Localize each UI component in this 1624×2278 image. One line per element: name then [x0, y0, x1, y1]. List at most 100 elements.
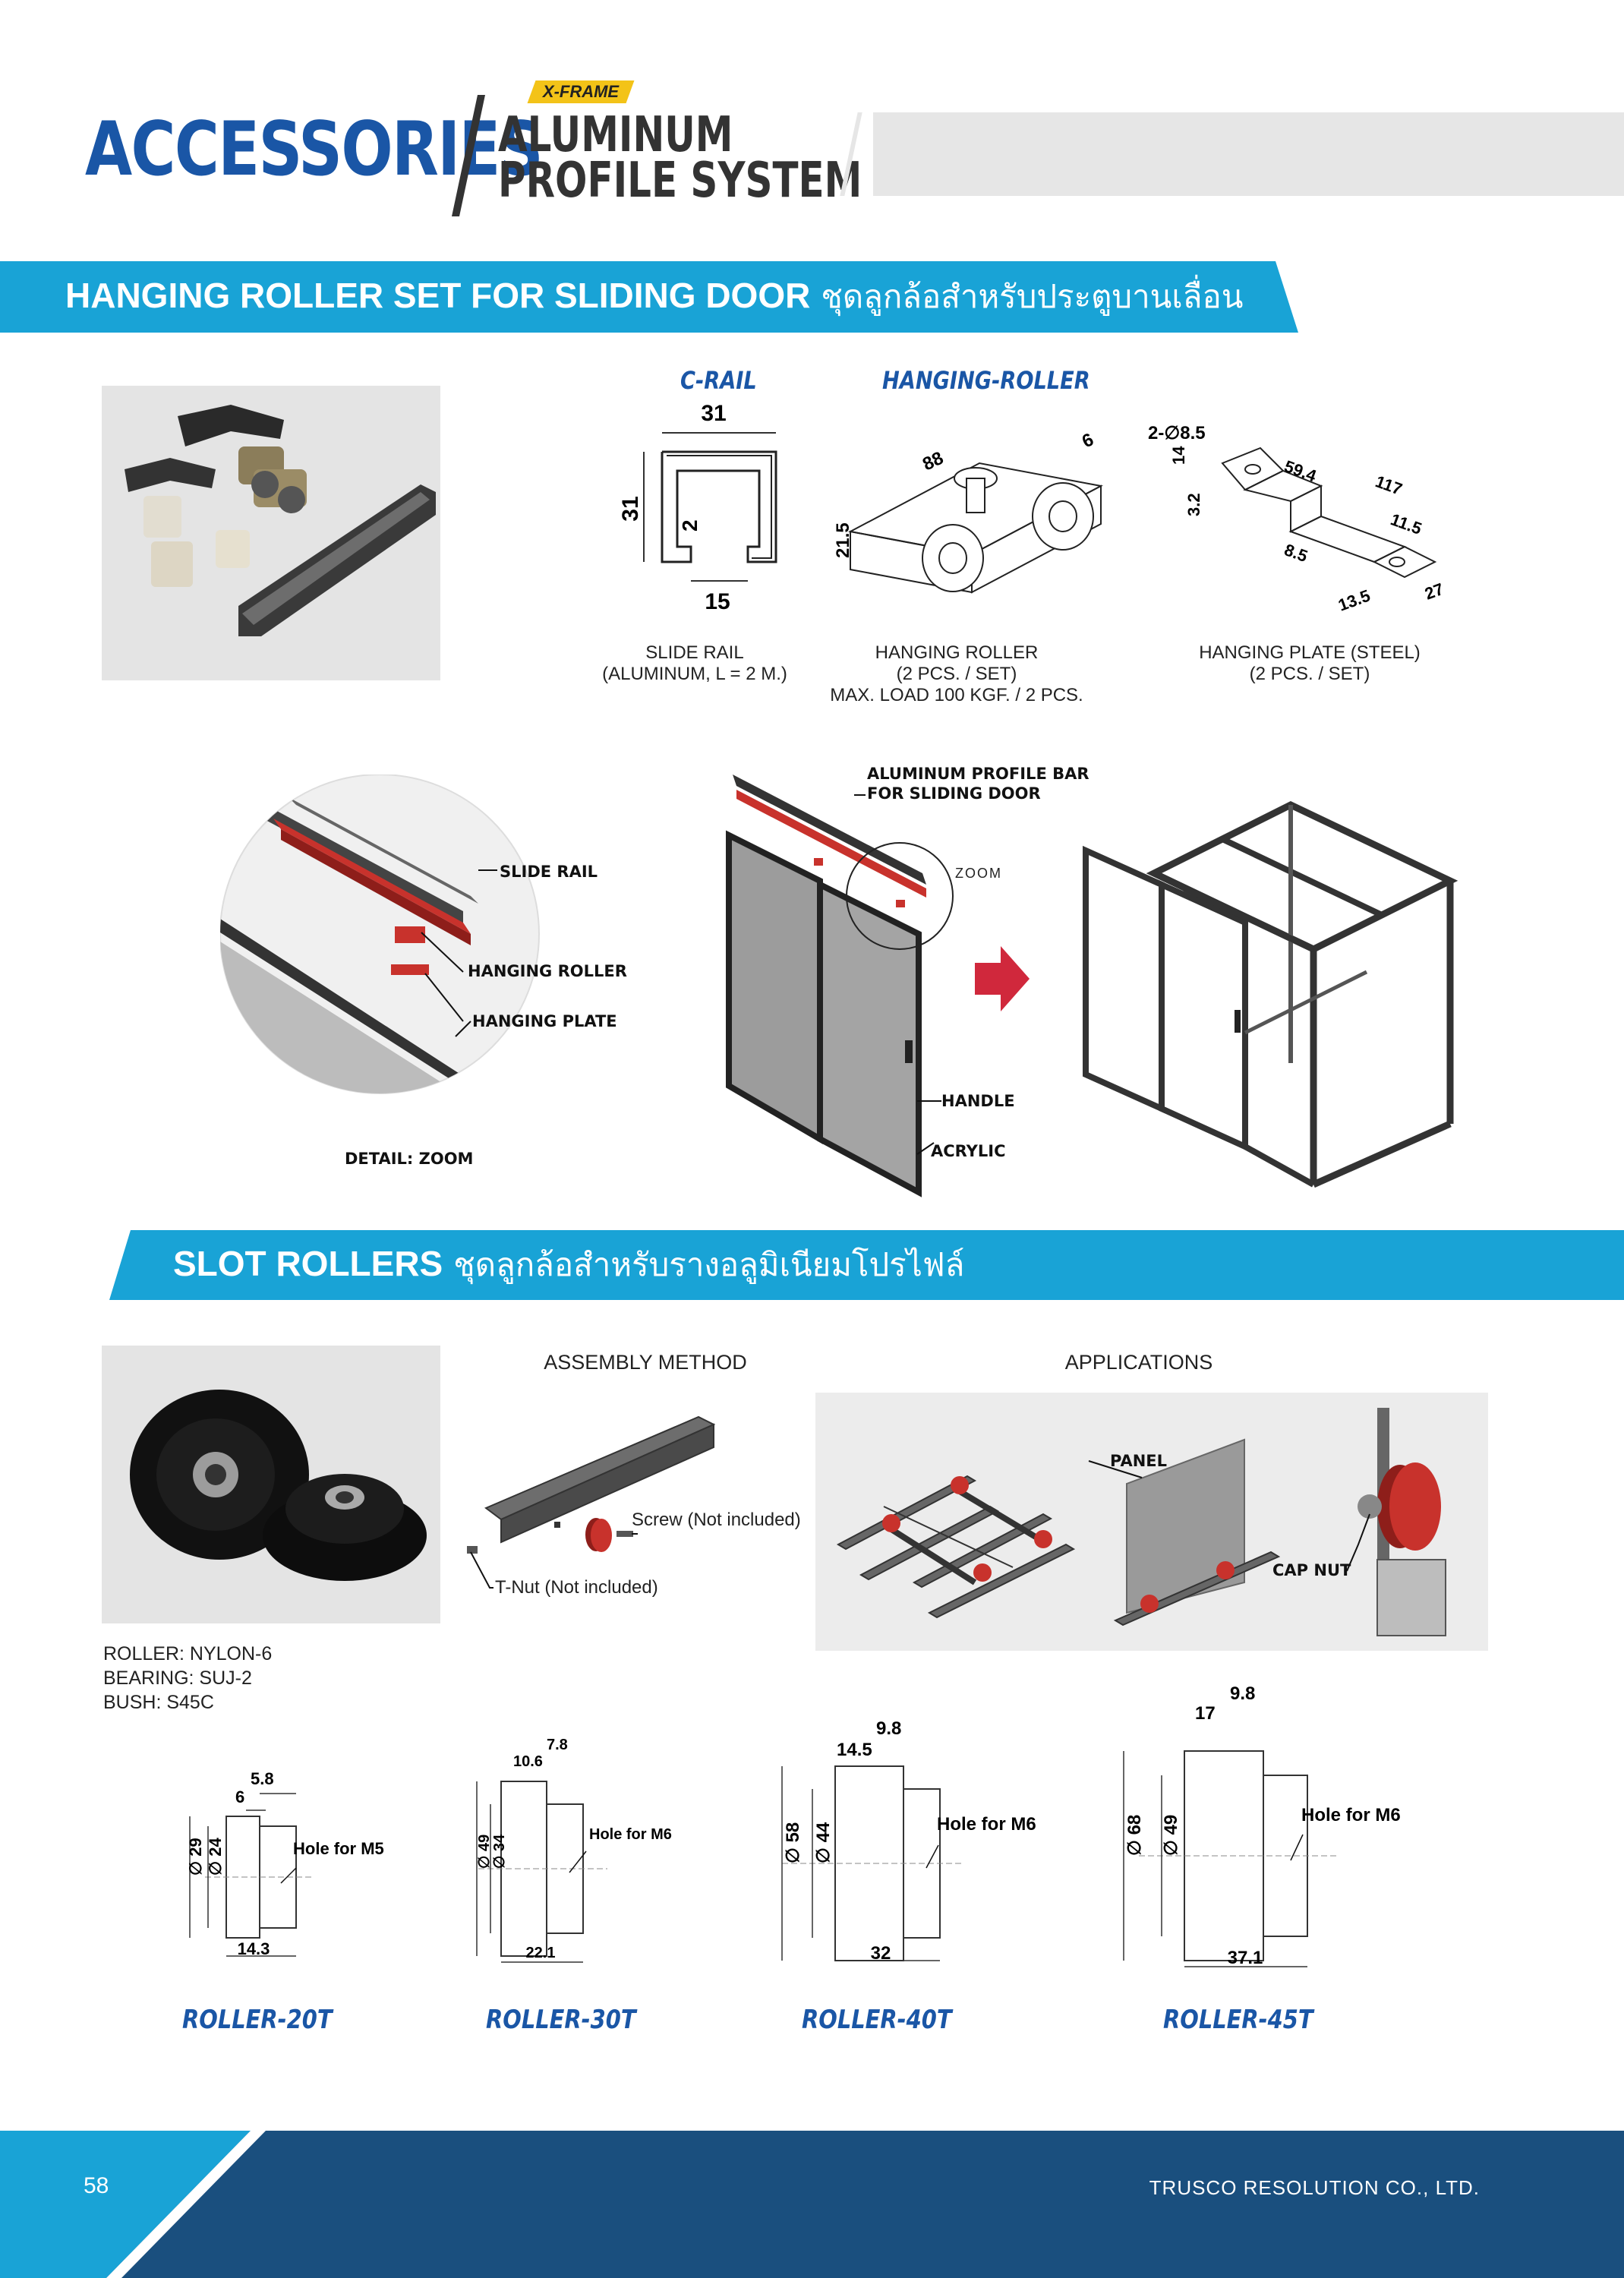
roller-20t-drawing: 14.3 5.8 6 ∅ 29 ∅ 24 Hole for M5	[186, 1769, 384, 1958]
hanging-roller-kit-photo	[102, 386, 440, 680]
plate-dim-d2: 117	[1373, 472, 1405, 499]
c-rail-title: C-RAIL	[680, 366, 757, 395]
section-title: HANGING ROLLER SET FOR SLIDING DOOR	[65, 276, 811, 315]
cap-nut-label: CAP NUT	[1272, 1561, 1351, 1579]
callout-acrylic: ACRYLIC	[931, 1142, 1006, 1160]
roller-40t-drawing: 32 9.8 14.5 ∅ 58 ∅ 44 Hole for M6	[781, 1718, 1036, 1964]
roller-30t-dim-outer: ∅ 49	[476, 1835, 493, 1869]
panel-label: PANEL	[1110, 1452, 1168, 1470]
roller-30t-dim-bottom: 22.1	[526, 1945, 556, 1961]
section-title-thai: ชุดลูกล้อสำหรับรางอลูมิเนียมโปรไฟล์	[453, 1246, 965, 1283]
assembly-drawing	[467, 1415, 716, 1589]
material-bearing: BEARING: SUJ-2	[103, 1667, 252, 1689]
caption-line: (2 PCS. / SET)	[896, 664, 1017, 684]
plate-dim-d5: 13.5	[1335, 586, 1373, 615]
hanging-roller-caption: HANGING ROLLER (2 PCS. / SET) MAX. LOAD …	[812, 642, 1101, 706]
plate-dim-d6: 27	[1422, 579, 1446, 604]
c-rail-dim-inner: 2	[678, 519, 702, 532]
roller-20t-hole: Hole for M5	[293, 1839, 384, 1858]
section-title: SLOT ROLLERS	[173, 1244, 443, 1283]
callout-zoom: ZOOM	[955, 866, 1002, 881]
section-banner-slot-rollers: SLOT ROLLERS ชุดลูกล้อสำหรับรางอลูมิเนียม…	[109, 1230, 1624, 1300]
detail-zoom-drawing	[220, 775, 540, 1094]
plate-dim-d3: 11.5	[1388, 510, 1424, 538]
kit-illustration	[125, 405, 436, 636]
roller-40t-dim-inner: ∅ 44	[813, 1822, 834, 1863]
roller-45t-dim-top2: 17	[1195, 1703, 1216, 1724]
roller-45t-hole: Hole for M6	[1301, 1805, 1401, 1825]
roller-30t-dim-inner: ∅ 34	[491, 1834, 508, 1869]
roller-40t-dim-bottom: 32	[871, 1943, 891, 1964]
hanging-plate-caption: HANGING PLATE (STEEL) (2 PCS. / SET)	[1184, 642, 1435, 685]
caption-line: (ALUMINUM, L = 2 M.)	[602, 664, 787, 684]
applications-panel	[815, 1393, 1488, 1651]
roller-30t-name: ROLLER-30T	[486, 2005, 636, 2035]
roller-45t-drawing: 37.1 9.8 17 ∅ 68 ∅ 49 Hole for M6	[1123, 1686, 1401, 1968]
roller-20t-dim-outer: ∅ 29	[186, 1838, 205, 1876]
x-frame-badge: X-FRAME	[527, 80, 635, 103]
roller-dim-length: 88	[919, 448, 947, 475]
roller-40t-name: ROLLER-40T	[802, 2005, 952, 2035]
plate-dim-h2: 3.2	[1184, 493, 1203, 516]
hanging-plate-drawing: 2-∅8.5 59.4 117 11.5 8.5 13.5 27 14 3.2	[1148, 423, 1446, 615]
roller-40t-dim-top1: 9.8	[876, 1718, 901, 1739]
material-bush: BUSH: S45C	[103, 1692, 214, 1713]
callout-handle: HANDLE	[941, 1092, 1015, 1110]
c-rail-dim-left: 31	[618, 496, 643, 521]
callout-hanging-roller: HANGING ROLLER	[468, 962, 627, 980]
caption-line: HANGING PLATE (STEEL)	[1199, 642, 1421, 663]
slot-roller-illustration	[130, 1390, 427, 1581]
caption-line: SLIDE RAIL	[645, 642, 744, 663]
material-roller: ROLLER: NYLON-6	[103, 1643, 273, 1664]
roller-30t-drawing: 22.1 7.8 10.6 ∅ 49 ∅ 34 Hole for M6	[476, 1737, 672, 1963]
slot-roller-photo	[102, 1346, 440, 1623]
plate-dim-h1: 14	[1169, 446, 1188, 465]
page-number: 58	[84, 2173, 109, 2198]
callout-detail-zoom: DETAIL: ZOOM	[345, 1150, 474, 1168]
c-rail-dim-bottom: 15	[705, 589, 730, 614]
callout-slide-rail: SLIDE RAIL	[500, 863, 598, 881]
callout-profile-bar-line1: ALUMINUM PROFILE BAR	[867, 765, 1089, 783]
roller-45t-dim-inner: ∅ 49	[1161, 1815, 1181, 1856]
header-subtitle: ALUMINUM PROFILE SYSTEM	[498, 111, 862, 209]
hanging-roller-title: HANGING-ROLLER	[882, 366, 1090, 395]
roller-45t-dim-top1: 9.8	[1230, 1686, 1255, 1704]
roller-40t-hole: Hole for M6	[937, 1814, 1036, 1835]
applications-label: APPLICATIONS	[1064, 1351, 1213, 1374]
assembly-method-label: ASSEMBLY METHOD	[544, 1351, 747, 1374]
section-title-thai: ชุดลูกล้อสำหรับประตูบานเลื่อน	[821, 278, 1244, 315]
caption-line: MAX. LOAD 100 KGF. / 2 PCS.	[830, 685, 1083, 705]
header-subtitle-line2: PROFILE SYSTEM	[498, 153, 862, 209]
caption-line: HANGING ROLLER	[875, 642, 1039, 663]
roller-45t-dim-bottom: 37.1	[1228, 1948, 1263, 1968]
callout-hanging-plate: HANGING PLATE	[472, 1012, 617, 1030]
applications-illustration	[836, 1408, 1446, 1636]
callout-profile-bar-line2: FOR SLIDING DOOR	[867, 784, 1041, 803]
screw-label: Screw (Not included)	[632, 1510, 801, 1530]
section-banner-hanging-roller: HANGING ROLLER SET FOR SLIDING DOOR ชุดลู…	[0, 261, 1298, 333]
enclosure-drawing	[1083, 800, 1458, 1188]
callout-profile-bar: ALUMINUM PROFILE BAR FOR SLIDING DOOR	[867, 764, 1089, 803]
roller-30t-dim-top2: 10.6	[513, 1753, 543, 1770]
company-name: TRUSCO RESOLUTION CO., LTD.	[1149, 2176, 1480, 2199]
hanging-roller-drawing: 88 6 21.5	[833, 429, 1103, 594]
roller-40t-dim-outer: ∅ 58	[783, 1822, 803, 1863]
slide-rail-caption: SLIDE RAIL (ALUMINUM, L = 2 M.)	[592, 642, 797, 685]
roller-20t-dim-top2: 6	[235, 1787, 244, 1806]
roller-20t-name: ROLLER-20T	[182, 2005, 333, 2035]
arrow-right-icon	[975, 946, 1030, 1011]
materials-list: ROLLER: NYLON-6 BEARING: SUJ-2 BUSH: S45…	[103, 1642, 272, 1715]
plate-dim-d1: 59.4	[1282, 456, 1320, 485]
header-grey-bar	[873, 112, 1624, 196]
roller-45t-dim-outer: ∅ 68	[1124, 1815, 1145, 1856]
roller-20t-dim-top1: 5.8	[251, 1769, 274, 1788]
plate-dim-d4: 8.5	[1282, 540, 1310, 566]
sliding-door-drawing	[726, 775, 954, 1197]
roller-45t-name: ROLLER-45T	[1163, 2005, 1313, 2035]
c-rail-dim-top: 31	[701, 401, 726, 426]
plate-dim-holes: 2-∅8.5	[1148, 423, 1206, 443]
roller-dim-height: 21.5	[833, 522, 853, 558]
roller-40t-dim-top2: 14.5	[837, 1740, 872, 1760]
c-rail-drawing: 31 31 2 15	[618, 401, 777, 614]
x-frame-badge-text: X-FRAME	[542, 82, 620, 101]
